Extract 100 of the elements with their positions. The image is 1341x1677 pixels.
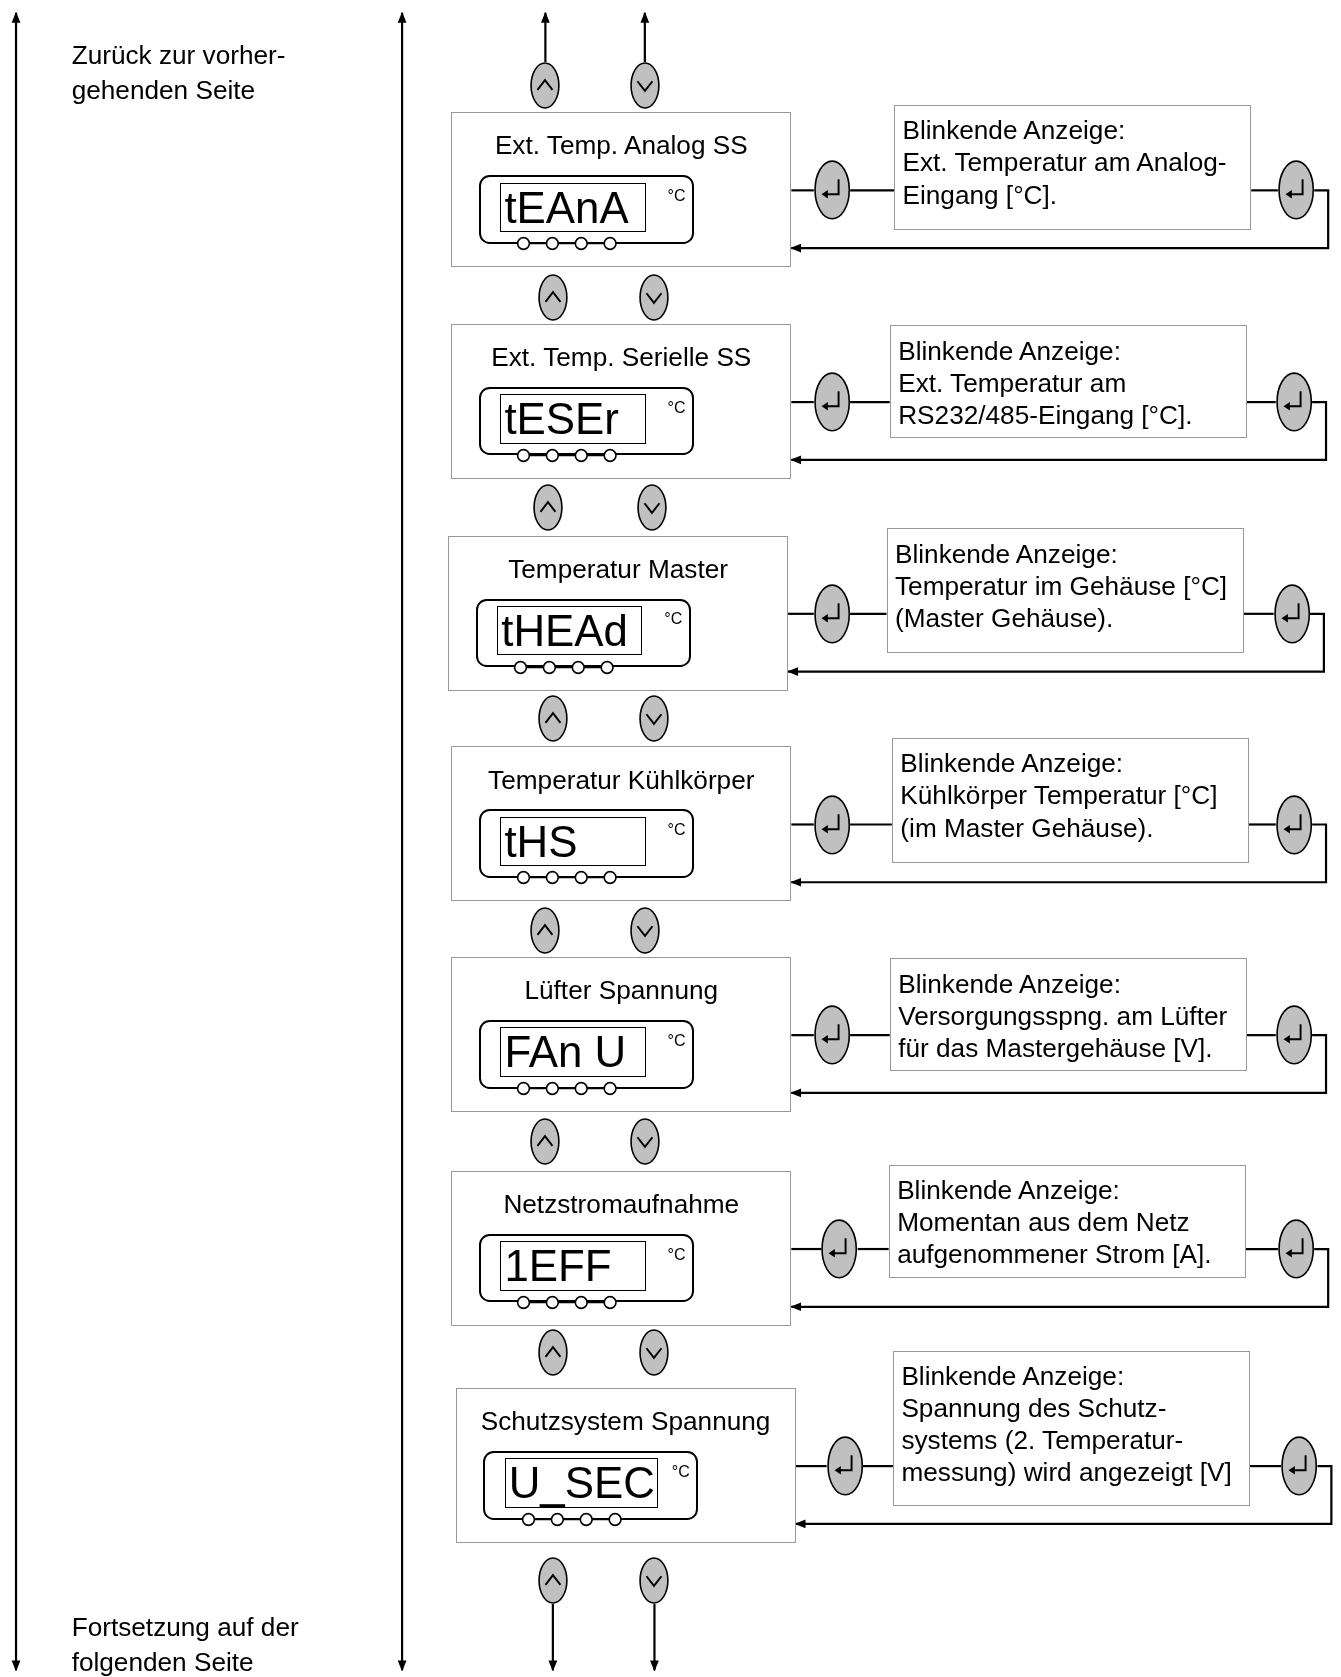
connector-arrow [790, 189, 1330, 253]
description-box [888, 1164, 1246, 1278]
description-box [889, 958, 1247, 1072]
description-heading: Blinkende Anzeige: [898, 334, 1122, 367]
enter-button [1273, 583, 1310, 644]
connector-arrow [790, 1034, 1328, 1098]
screen-title: Ext. Temp. Analog SS [493, 130, 749, 162]
description-box [891, 737, 1250, 863]
connector-line [850, 1034, 890, 1037]
enter-button [813, 1005, 851, 1066]
unit-label: °C [667, 1030, 686, 1050]
enter-button [821, 1219, 858, 1279]
description-text: Ext. Temperatur am RS232/485-Eingang [°C]. [898, 366, 1194, 431]
screen-box [451, 1170, 792, 1326]
display-readout: tHEAd [497, 606, 643, 656]
display-readout: 1EFF [500, 1241, 646, 1291]
unit-label: °C [671, 1461, 690, 1481]
screen-title: Netzstromaufnahme [502, 1189, 741, 1221]
enter-button [1275, 372, 1313, 432]
connector-arrow [787, 612, 1325, 676]
connector-arrow [541, 11, 550, 62]
screen-title: Ext. Temp. Serielle SS [490, 342, 753, 374]
enter-button [813, 160, 851, 221]
connector-line [1243, 612, 1274, 615]
display-readout: tHS [500, 816, 646, 866]
connector-arrow [548, 1604, 558, 1672]
screen-box [451, 324, 792, 480]
display-readout: U_SEC [504, 1458, 658, 1508]
description-text: Ext. Temperatur am Analog- Eingang [°C]. [902, 146, 1228, 211]
connector-arrow [790, 401, 1328, 465]
enter-button [1275, 1005, 1313, 1066]
connector-line [1246, 401, 1276, 404]
description-box [886, 528, 1244, 654]
page-note: Zurück zur vorher- gehenden Seite [71, 39, 287, 107]
enter-button [813, 583, 851, 644]
enter-button [813, 372, 851, 432]
down-button [629, 906, 660, 954]
unit-label: °C [667, 397, 686, 417]
screen-title: Temperatur Kühlkörper [487, 764, 756, 796]
screen-box [448, 535, 789, 691]
unit-label: °C [664, 609, 683, 629]
up-button [532, 484, 563, 532]
connector-line [791, 823, 814, 826]
display-readout: tEAnA [500, 182, 646, 232]
description-box [892, 1350, 1251, 1506]
connector-line [857, 1247, 889, 1251]
connector-arrow [640, 11, 650, 62]
up-button [537, 1329, 568, 1377]
down-button [629, 62, 660, 110]
page-note: Fortsetzung auf der folgenden Seite [71, 1611, 300, 1677]
screen-title: Schutzsystem Spannung [479, 1406, 772, 1438]
connector-arrow [790, 1247, 1330, 1312]
connector-line [1251, 189, 1278, 192]
down-button [639, 695, 670, 743]
up-button [530, 906, 561, 954]
up-button [537, 273, 568, 321]
description-box [889, 325, 1247, 439]
display-readout: FAn U [500, 1027, 646, 1077]
connector-line [788, 612, 814, 615]
up-button [530, 1117, 561, 1165]
connector-line [791, 189, 814, 192]
screen-box [451, 746, 792, 902]
connector-line [1245, 1247, 1278, 1251]
connector-line [791, 401, 814, 404]
connector-line [1250, 1465, 1282, 1468]
description-heading: Blinkende Anzeige: [897, 1174, 1121, 1207]
enter-button [1275, 794, 1313, 855]
screen-box [455, 1388, 796, 1544]
connector-line [791, 1247, 822, 1251]
down-button [639, 1557, 670, 1605]
up-button [537, 695, 568, 743]
unit-label: °C [667, 1244, 686, 1264]
connector-line [1246, 1034, 1276, 1037]
connector-line [850, 612, 887, 615]
connector-line [850, 401, 890, 404]
down-button [637, 484, 668, 532]
description-heading: Blinkende Anzeige: [901, 1360, 1126, 1393]
description-heading: Blinkende Anzeige: [900, 747, 1125, 780]
screen-box [451, 112, 792, 268]
screen-title: Lüfter Spannung [523, 975, 720, 1007]
connector-arrow [650, 1604, 659, 1672]
description-text: Kühlkörper Temperatur [°C] (im Master Gehäuse). [900, 779, 1219, 844]
connector-line [1249, 823, 1276, 826]
connector-line [791, 1034, 814, 1037]
unit-label: °C [667, 820, 686, 839]
description-text: Spannung des Schutz- systems (2. Temperatur- messung) wird angezeigt [V] [901, 1392, 1233, 1489]
connector-line [850, 189, 894, 192]
description-text: Momentan aus dem Netz aufgenommener Strom [A]. [897, 1206, 1213, 1271]
enter-button [1277, 160, 1315, 221]
description-text: Temperatur im Gehäuse [°C] (Master Gehäuse). [895, 569, 1229, 635]
down-button [639, 1329, 670, 1377]
enter-button [1277, 1219, 1315, 1279]
description-heading: Blinkende Anzeige: [895, 537, 1119, 570]
screen-box [451, 957, 792, 1113]
enter-button [1281, 1436, 1318, 1497]
connector-arrow [794, 1465, 1333, 1529]
connector-line [850, 823, 892, 826]
up-button [537, 1557, 568, 1605]
down-button [629, 1117, 660, 1165]
description-text: Versorgungsspng. am Lüfter für das Mastergehäuse [V]. [898, 999, 1229, 1064]
